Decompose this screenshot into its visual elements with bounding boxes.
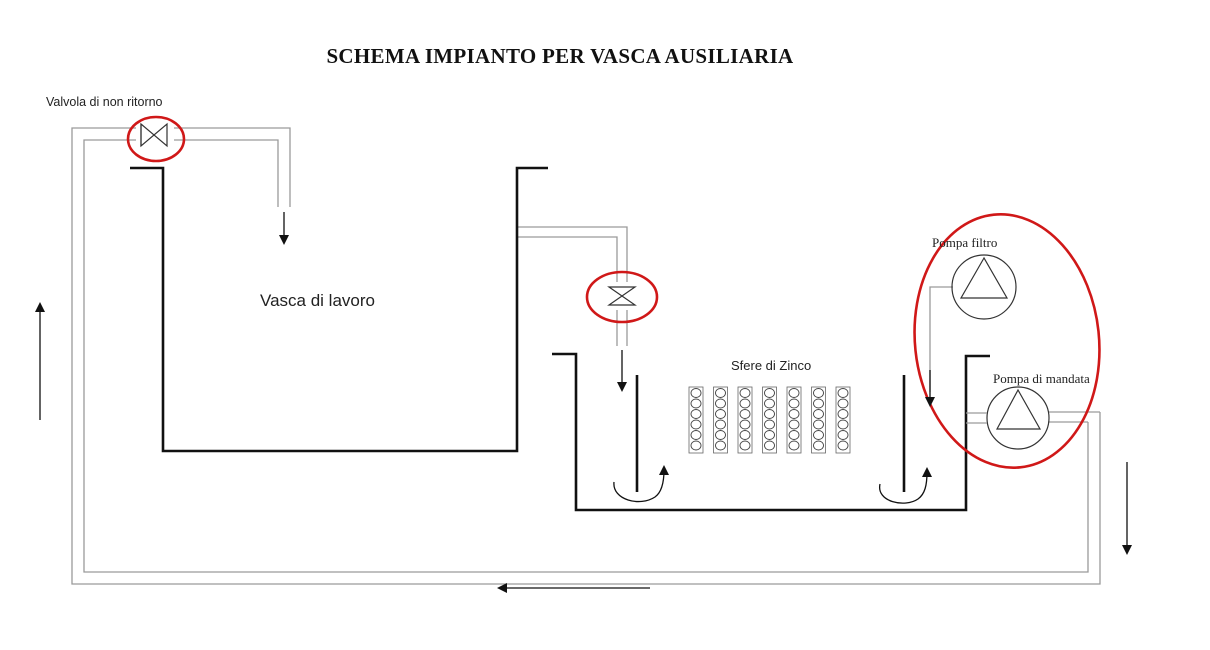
zinc-sphere: [690, 419, 702, 430]
zinc-sphere: [764, 398, 775, 409]
zinc-sphere: [813, 440, 824, 451]
zinc-sphere: [715, 419, 726, 430]
zinc-sphere: [764, 419, 775, 430]
zinc-sphere: [739, 430, 751, 440]
delivery-pump-symbol: [966, 386, 1050, 450]
check-valve-symbol: [136, 120, 174, 148]
work-tank-label: Vasca di lavoro: [260, 291, 375, 310]
zinc-sphere: [788, 430, 800, 440]
zinc-sphere: [739, 409, 751, 419]
zinc-sphere: [788, 388, 800, 398]
zinc-sphere: [764, 409, 775, 419]
pumps-highlight: [913, 213, 1101, 469]
zinc-sphere: [715, 430, 726, 440]
return-pipe: [71, 127, 1101, 585]
filter-pump-pipe: [929, 286, 953, 392]
auxiliary-tank: [552, 352, 990, 512]
zinc-sphere: [813, 398, 824, 409]
zinc-sphere: [788, 419, 800, 430]
check-valve-label: Valvola di non ritorno: [46, 95, 163, 109]
zinc-spheres: [688, 386, 851, 454]
zinc-sphere: [837, 430, 849, 440]
sphere-column: [835, 386, 851, 454]
zinc-sphere: [715, 440, 726, 451]
sphere-column: [713, 386, 728, 454]
flow-arrows: [35, 212, 1132, 593]
zinc-sphere: [788, 409, 800, 419]
zinc-sphere: [739, 398, 751, 409]
zinc-sphere: [837, 388, 849, 398]
filter-pump-symbol: [951, 254, 1017, 320]
sphere-column: [762, 386, 777, 454]
zinc-sphere: [764, 440, 775, 451]
zinc-sphere: [715, 388, 726, 398]
zinc-sphere: [764, 430, 775, 440]
zinc-sphere: [690, 430, 702, 440]
zinc-sphere: [788, 398, 800, 409]
circulation-arrow-icon: [879, 467, 932, 504]
zinc-sphere: [837, 409, 849, 419]
zinc-sphere: [813, 388, 824, 398]
zinc-sphere: [813, 409, 824, 419]
zinc-sphere: [715, 409, 726, 419]
filter-pump-label: Pompa filtro: [932, 235, 997, 250]
zinc-sphere: [837, 419, 849, 430]
sphere-column: [811, 386, 826, 454]
zinc-sphere: [690, 440, 702, 451]
zinc-sphere: [813, 419, 824, 430]
zinc-sphere: [690, 388, 702, 398]
sphere-column: [688, 386, 704, 454]
diagram-title: SCHEMA IMPIANTO PER VASCA AUSILIARIA: [326, 44, 794, 68]
delivery-pump-label: Pompa di mandata: [993, 371, 1090, 386]
overflow-valve-highlight: [585, 270, 659, 324]
work-tank: [130, 166, 548, 453]
zinc-sphere: [739, 419, 751, 430]
zinc-sphere: [739, 388, 751, 398]
zinc-sphere: [813, 430, 824, 440]
zinc-sphere: [764, 388, 775, 398]
zinc-sphere: [690, 409, 702, 419]
zinc-sphere: [690, 398, 702, 409]
circulation-arrow-icon: [613, 465, 669, 503]
zinc-sphere: [788, 440, 800, 451]
zinc-sphere: [837, 398, 849, 409]
zinc-sphere: [837, 440, 849, 451]
zinc-spheres-label: Sfere di Zinco: [731, 358, 811, 373]
zinc-sphere: [739, 440, 751, 451]
check-valve-highlight: [126, 115, 186, 163]
sphere-column: [786, 386, 802, 454]
sphere-column: [737, 386, 753, 454]
overflow-valve-symbol: [607, 282, 637, 310]
zinc-sphere: [715, 398, 726, 409]
